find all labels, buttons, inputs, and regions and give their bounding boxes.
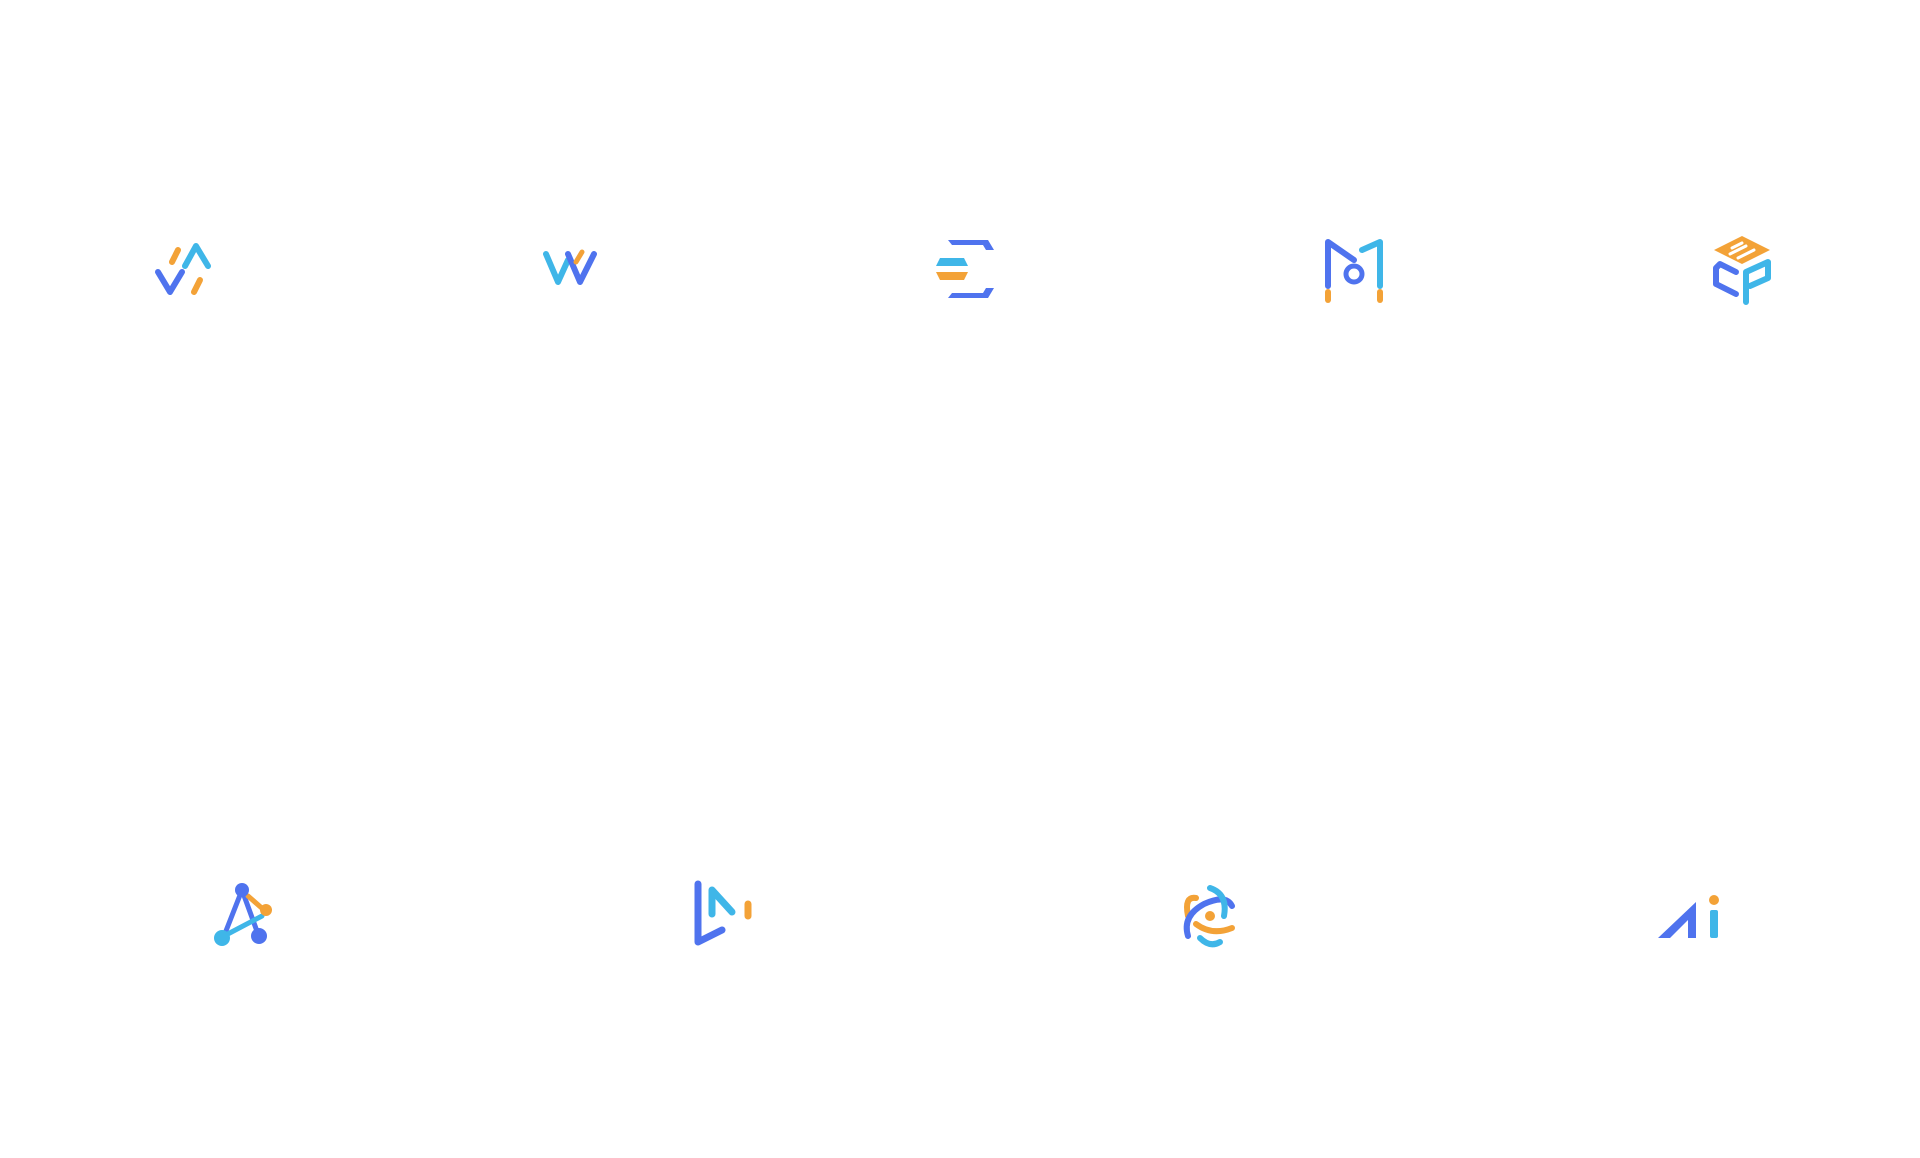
letters-ai-icon <box>1658 895 1719 938</box>
atom-orbit-logo <box>1170 876 1250 956</box>
node-graph-icon <box>214 883 272 946</box>
zigzag-wave-icon <box>155 243 211 295</box>
play-bars-icon <box>694 880 752 946</box>
m-monogram-logo <box>1314 232 1394 312</box>
letter-e-icon <box>936 240 994 298</box>
play-wave-logo <box>682 876 762 956</box>
letter-w-icon <box>543 249 597 285</box>
mcp-cube-logo <box>1702 232 1782 312</box>
zigzag-a-v-logo <box>152 232 232 312</box>
letter-m-drop-icon <box>1325 239 1383 303</box>
ai-monogram-logo <box>1652 876 1732 956</box>
orbit-atom-icon <box>1183 885 1235 948</box>
w-monogram-logo <box>540 232 620 312</box>
a-network-logo <box>202 876 282 956</box>
e-monogram-logo <box>928 232 1008 312</box>
isometric-cube-icon <box>1713 236 1771 305</box>
